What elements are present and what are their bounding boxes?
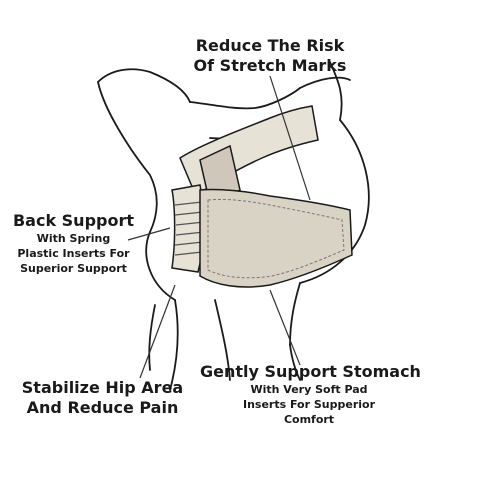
stomach-panel bbox=[199, 188, 353, 288]
callout-stomach: Gently Support Stomach With Very Soft Pa… bbox=[200, 362, 421, 427]
back-support-desc-2: Plastic Inserts For bbox=[17, 247, 130, 260]
stomach-desc-3: Comfort bbox=[283, 413, 335, 426]
callout-hip-area: Stabilize Hip Area And Reduce Pain bbox=[10, 378, 195, 418]
callout-stretch-marks: Reduce The Risk Of Stretch Marks bbox=[165, 36, 375, 76]
stomach-desc-1: With Very Soft Pad bbox=[250, 383, 368, 396]
back-support-panel bbox=[171, 184, 205, 273]
hip-title-line-2: And Reduce Pain bbox=[26, 398, 179, 417]
back-support-title: Back Support bbox=[12, 211, 135, 230]
back-support-desc-3: Superior Support bbox=[20, 262, 127, 275]
stretch-title-line-1: Reduce The Risk bbox=[195, 36, 345, 55]
leader-lines bbox=[127, 75, 311, 379]
callout-back-support: Back Support With Spring Plastic Inserts… bbox=[6, 211, 141, 276]
shoulder-strap bbox=[179, 105, 319, 198]
back-support-desc-1: With Spring bbox=[36, 232, 111, 245]
stomach-title: Gently Support Stomach bbox=[200, 362, 421, 381]
stretch-title-line-2: Of Stretch Marks bbox=[193, 56, 347, 75]
body-outline bbox=[97, 61, 370, 391]
stomach-desc-2: Inserts For Supperior bbox=[242, 398, 375, 411]
hip-title-line-1: Stabilize Hip Area bbox=[21, 378, 184, 397]
